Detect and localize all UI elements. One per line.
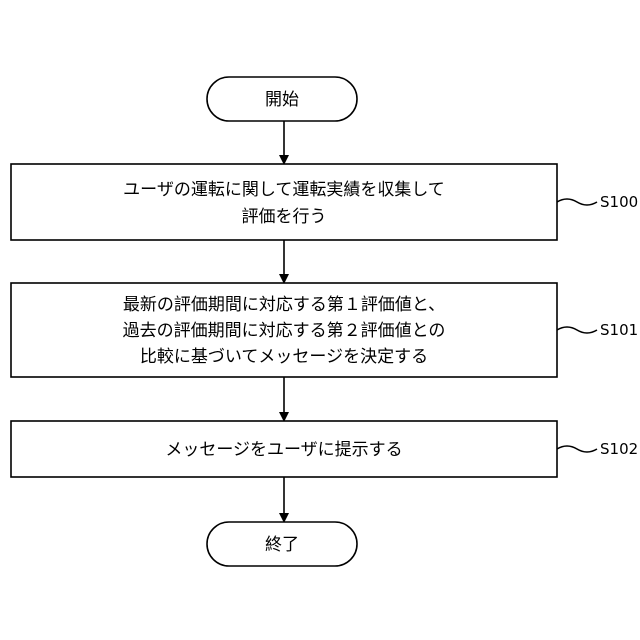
s101-line-3: 比較に基づいてメッセージを決定する bbox=[140, 347, 428, 367]
s102-step-id: S102 bbox=[600, 440, 638, 458]
process-box-s102: メッセージをユーザに提示する bbox=[11, 421, 557, 477]
s101-leader-line bbox=[557, 327, 597, 333]
process-box-s101: 最新の評価期間に対応する第１評価値と、 過去の評価期間に対応する第２評価値との … bbox=[11, 283, 557, 377]
s100-line-2: 評価を行う bbox=[242, 207, 327, 227]
s101-step-id: S101 bbox=[600, 321, 638, 339]
s100-step-id: S100 bbox=[600, 193, 638, 211]
start-label: 開始 bbox=[265, 90, 299, 110]
s101-line-2: 過去の評価期間に対応する第２評価値との bbox=[123, 321, 446, 341]
s100-line-1: ユーザの運転に関して運転実績を収集して bbox=[123, 180, 445, 200]
s100-leader-line bbox=[557, 199, 597, 205]
start-terminal: 開始 bbox=[207, 77, 357, 121]
s102-leader-line bbox=[557, 446, 597, 452]
s102-line-1: メッセージをユーザに提示する bbox=[165, 440, 402, 460]
end-terminal: 終了 bbox=[207, 522, 357, 566]
end-label: 終了 bbox=[265, 535, 299, 555]
s101-line-1: 最新の評価期間に対応する第１評価値と、 bbox=[123, 295, 445, 315]
process-box-s100: ユーザの運転に関して運転実績を収集して 評価を行う bbox=[11, 164, 557, 240]
